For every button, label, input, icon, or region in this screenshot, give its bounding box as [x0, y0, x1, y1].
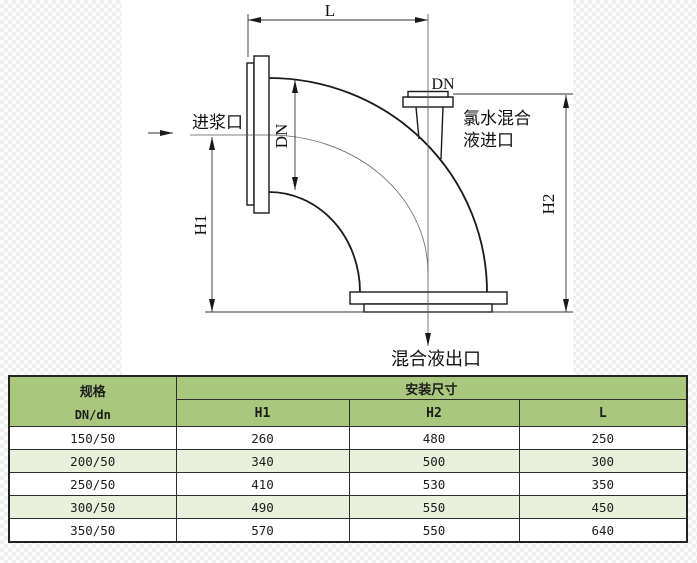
cell-dn: 350/50 [8, 518, 177, 543]
cell-h2: 500 [348, 449, 520, 473]
cell-l: 350 [518, 472, 688, 496]
cell-h1: 410 [175, 472, 350, 496]
cell-h2: 550 [348, 518, 520, 543]
cell-h1: 490 [175, 495, 350, 519]
cell-h2: 530 [348, 472, 520, 496]
cell-h2: 550 [348, 495, 520, 519]
dim-label-h1: H1 [191, 215, 210, 236]
cell-l: 450 [518, 495, 688, 519]
table-row: 300/50 490 550 450 [8, 495, 688, 519]
label-mixture-outlet: 混合液出口 [391, 349, 481, 369]
cell-dn: 150/50 [8, 426, 177, 450]
cell-dn: 250/50 [8, 472, 177, 496]
outlet-flange [349, 291, 508, 313]
table-row: 150/50 260 480 250 [8, 426, 688, 450]
cell-h1: 260 [175, 426, 350, 450]
elbow-diagram: L DN DN H1 H2 进浆口 氯水混合 液进口 混合液出口 [148, 1, 573, 369]
header-col-h1: H1 [175, 399, 350, 427]
label-branch-inlet-line2: 液进口 [463, 131, 514, 150]
table-row: 350/50 570 550 640 [8, 518, 688, 543]
header-install: 安装尺寸 [175, 375, 688, 400]
dim-label-dn-inlet: DN [272, 124, 291, 149]
table-row: 250/50 410 530 350 [8, 472, 688, 496]
table-row: 200/50 340 500 300 [8, 449, 688, 473]
cell-l: 300 [518, 449, 688, 473]
cell-dn: 300/50 [8, 495, 177, 519]
cell-l: 250 [518, 426, 688, 450]
elbow-outer-arc [268, 77, 488, 293]
dim-label-l: L [325, 1, 335, 20]
header-col-h2: H2 [348, 399, 520, 427]
inlet-flange [246, 55, 270, 214]
cell-h2: 480 [348, 426, 520, 450]
cell-l: 640 [518, 518, 688, 543]
dim-label-h2: H2 [539, 194, 558, 215]
cell-h1: 340 [175, 449, 350, 473]
elbow-inner-arc [268, 191, 361, 293]
spec-table: 规格 DN/dn 安装尺寸 H1 H2 L 150/50 260 480 250… [8, 375, 689, 543]
branch-nozzle-neck [415, 106, 444, 160]
drawing-canvas [122, 0, 573, 375]
cell-h1: 570 [175, 518, 350, 543]
label-branch-inlet-line1: 氯水混合 [463, 109, 531, 128]
header-spec-sub: DN/dn [74, 408, 111, 422]
header-col-l: L [518, 399, 688, 427]
pipe-centerline-arc [268, 134, 429, 274]
cell-dn: 200/50 [8, 449, 177, 473]
label-slurry-inlet: 进浆口 [192, 113, 243, 132]
dim-label-dn-branch: DN [431, 76, 455, 93]
header-spec-title: 规格 [79, 384, 106, 399]
header-spec: 规格 DN/dn [8, 375, 177, 427]
